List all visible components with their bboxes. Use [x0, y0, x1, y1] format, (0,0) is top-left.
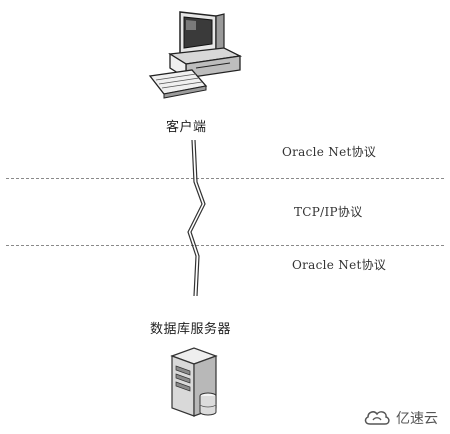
- layer-divider-top: [6, 178, 444, 179]
- cloud-logo-icon: [364, 411, 390, 425]
- watermark-text: 亿速云: [396, 411, 438, 427]
- layer-label-tcp-ip: TCP/IP协议: [294, 205, 363, 219]
- database-server-icon: [170, 347, 218, 417]
- layer-label-oracle-net-top: Oracle Net协议: [282, 145, 377, 159]
- client-label: 客户端: [166, 120, 207, 135]
- server-label: 数据库服务器: [150, 322, 232, 337]
- layer-label-oracle-net-bottom: Oracle Net协议: [292, 258, 387, 272]
- watermark: 亿速云: [362, 408, 438, 428]
- desktop-computer-icon: [148, 11, 243, 99]
- layer-divider-bottom: [6, 245, 444, 246]
- network-lightning-icon: [187, 139, 206, 297]
